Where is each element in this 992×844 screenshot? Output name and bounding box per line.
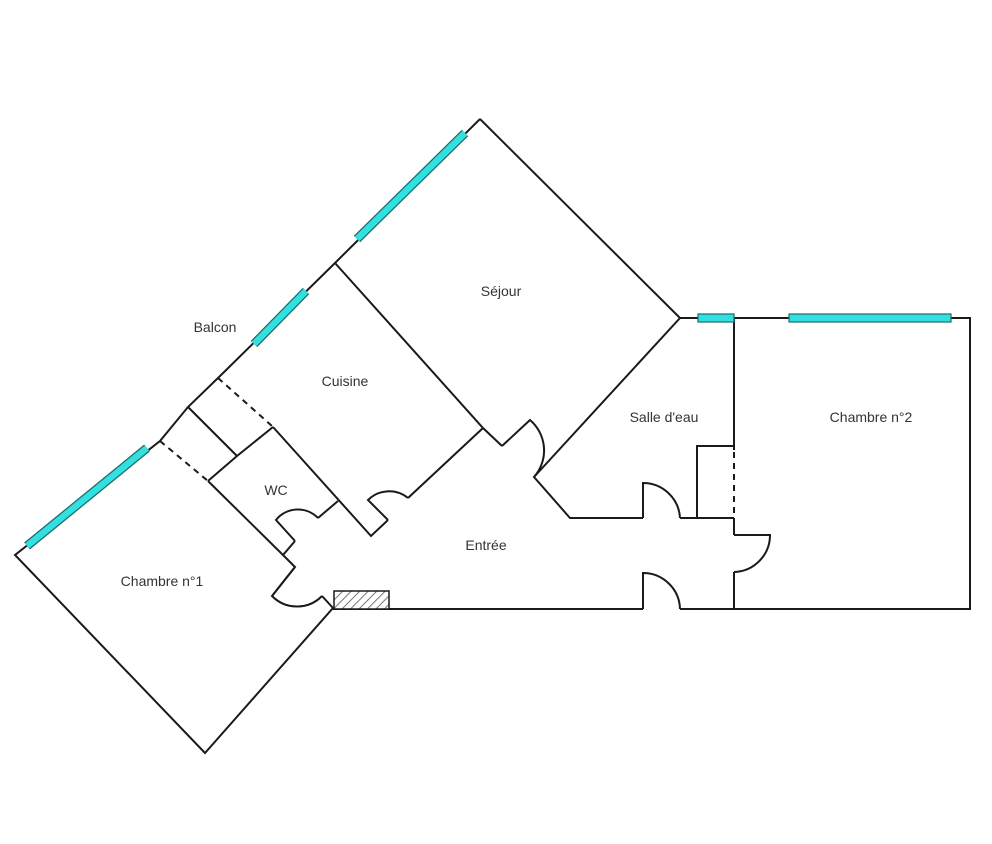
window-chambre2 [788,313,952,323]
cuisine-door[interactable] [366,490,409,521]
sejour-east-wall [479,118,681,319]
room-label-entree: Entrée [465,537,506,553]
chambre2-door[interactable] [733,534,772,573]
closet-wall [187,406,238,457]
room-label-sejour: Séjour [481,283,522,299]
hatched-duct [333,590,390,610]
room-label-chambre1: Chambre n°1 [121,573,204,589]
chambre1-door-jamb [271,554,297,597]
sejour-door[interactable] [501,418,546,478]
salle-deau-door[interactable] [642,481,681,519]
window-salle-deau [697,313,735,323]
wc-east-wall [272,426,389,538]
room-label-cuisine: Cuisine [322,373,369,389]
sejour-salle-deau-wall [532,317,681,519]
salle-deau-closet [696,445,734,518]
cuisine-entree-wall [407,427,484,499]
room-label-chambre2: Chambre n°2 [830,409,913,425]
windows [24,129,952,550]
room-label-wc: WC [264,482,287,498]
room-label-balcon: Balcon [194,319,237,335]
wc-north-wall [207,426,274,482]
entrance-door[interactable] [642,571,681,610]
closet-dashed-1 [217,377,273,427]
chambre1-door[interactable] [270,566,323,608]
closet-dashed-2 [159,440,209,482]
outer-wall-northwest [13,118,481,755]
room-label-salle-deau: Salle d'eau [630,409,699,425]
sejour-cuisine-wall [334,262,503,447]
outer-wall-north [680,317,971,610]
wc-door[interactable] [274,508,319,542]
chambre1-door-jamb-2 [321,595,334,609]
wc-south-wall [317,500,339,519]
